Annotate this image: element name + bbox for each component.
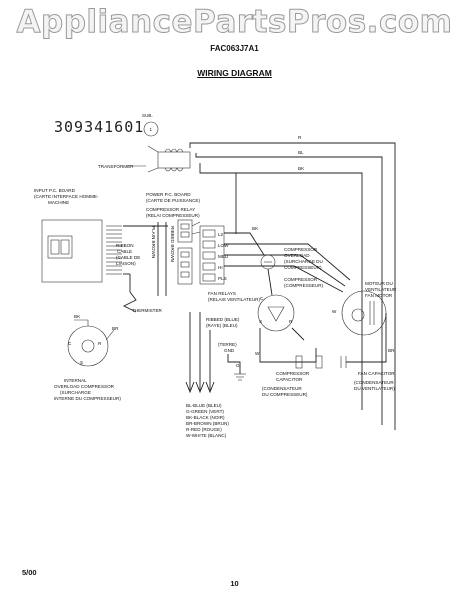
compressor-overload: COMPRESSOR OVERLOAD (SURCHARGE DU COMPRE… <box>260 247 323 270</box>
wire-bk-label-2: BK <box>252 226 259 231</box>
ground-g-label: G <box>236 363 240 368</box>
comp-capacitor-label-4: DU COMPRESSEUR) <box>262 392 308 397</box>
internal-overload-label: INTERNAL <box>64 378 87 383</box>
fan-capacitor-label-3: DU VENTILATEUR) <box>354 386 395 391</box>
model-number: FAC063J7A1 <box>210 44 259 53</box>
sub-number: 1 <box>150 127 153 132</box>
wire-br-label: BR <box>388 348 395 353</box>
ground-label-2: GND <box>224 348 235 353</box>
power-board-label: POWER P.C. BOARD <box>146 192 191 197</box>
wire-w-label-2: W <box>255 351 260 356</box>
overload-pin-r: R <box>98 341 102 346</box>
page-number: 10 <box>230 579 239 588</box>
overload-pin-br: BR <box>112 326 119 331</box>
comp-pin-c: C <box>260 296 264 301</box>
fan-relays-label-fr: (RELAIS VENTILATEUR) <box>208 297 260 302</box>
ribbon-cable: RIBBON CABLE (CABLE DE LIAISON) <box>106 225 140 275</box>
legend-w: W-WHITE (BLANC) <box>186 433 227 438</box>
thermister-label: THERMISTER <box>132 308 163 313</box>
diagram-title: WIRING DIAGRAM <box>197 68 272 78</box>
revision-date: 5/00 <box>22 568 37 577</box>
compressor-relay-label-fr: (RELAI COMPRESSEUR) <box>146 213 200 218</box>
terminal-pls: PLS <box>218 276 227 281</box>
comp-overload-label-3: (SURCHARGE DU <box>284 259 323 264</box>
fan-motor-label: MOTEUR DU <box>365 281 393 286</box>
transformer: TRANSFORMER <box>98 145 191 173</box>
legend-g: G-GREEN (VERT) <box>186 409 224 414</box>
terminal-low: LOW <box>218 243 229 248</box>
overload-pin-c: C <box>68 341 72 346</box>
overload-pin-bk: BK <box>74 314 81 319</box>
compressor-relay-label: COMPRESSOR RELAY <box>146 207 195 212</box>
ribbed-label: RIBBED (BLUE) <box>206 317 240 322</box>
ribbed-label-fr: (RAYE) (BLEU) <box>206 323 238 328</box>
compressor: C S R COMPRESSOR (COMPRESSEUR) <box>257 268 324 363</box>
ribbed-brown-label: RIBBED BROWN <box>170 226 175 262</box>
sub-label: SUB. <box>142 113 153 118</box>
terminal-med: MED <box>218 254 229 259</box>
ribbon-cable-label: RIBBON <box>116 243 134 248</box>
ground-label: (TERRE) <box>218 342 237 347</box>
legend-bk: BK-BLACK (NOIR) <box>186 415 225 420</box>
compressor-capacitor: W COMPRESSOR CAPACITOR (CONDENSATEUR DU … <box>255 351 323 397</box>
fan-capacitor: FAN CAPACITOR (CONDENSATEUR DU VENTILATE… <box>340 356 395 391</box>
internal-overload-label-2: OVERLOAD COMPRESSOR <box>54 384 115 389</box>
wire-bl-label: BL <box>298 150 304 155</box>
color-legend: BL-BLUE (BLEU) G-GREEN (VERT) BK-BLACK (… <box>186 403 229 438</box>
fan-motor-label-2: VENTILATEUR <box>365 287 397 292</box>
terminal-hi: HI <box>218 265 223 270</box>
fan-relays-label: FAN RELAYS <box>208 291 236 296</box>
fan-motor-label-3: FAN MOTOR <box>365 293 393 298</box>
comp-capacitor-label: COMPRESSOR <box>276 371 310 376</box>
wire-r-label: R <box>298 135 302 140</box>
fan-motor-wires: BK <box>224 226 351 293</box>
thermister: THERMISTER <box>122 274 163 313</box>
transformer-label: TRANSFORMER <box>98 164 134 169</box>
input-pc-board: INPUT P.C. BOARD (CARTE INTERFACE HOMME-… <box>34 188 103 283</box>
legend-r: R-RED (ROUGE) <box>186 427 222 432</box>
power-cord: RIBBED (BLUE) (RAYE) (BLEU) (TERRE) GND … <box>185 312 246 394</box>
wire-bk-label: BK <box>298 166 305 171</box>
comp-overload-label: COMPRESSOR <box>284 247 318 252</box>
input-board-label: INPUT P.C. BOARD <box>34 188 76 193</box>
legend-br: BR-BROWN (BRUN) <box>186 421 229 426</box>
sub-assembly-marker: SUB. 1 <box>142 113 159 137</box>
comp-pin-s: S <box>259 319 262 324</box>
power-board-label-fr: (CARTE DE PUISSANCE) <box>146 198 200 203</box>
comp-pin-r: R <box>289 319 293 324</box>
fan-capacitor-label-2: (CONDENSATEUR <box>354 380 394 385</box>
overload-pin-s: S <box>80 360 83 365</box>
terminal-l2: L2 <box>218 232 224 237</box>
plain-brown-label: PLAIN BROWN <box>151 226 156 258</box>
compressor-label-fr: (COMPRESSEUR) <box>284 283 324 288</box>
fan-motor: MOTEUR DU VENTILATEUR FAN MOTOR BR W <box>332 281 397 363</box>
ribbon-cable-label-3: (CABLE DE <box>116 255 140 260</box>
fan-capacitor-label: FAN CAPACITOR <box>358 371 395 376</box>
supply-wires: R BL BK <box>189 135 396 430</box>
comp-overload-label-2: OVERLOAD <box>284 253 310 258</box>
wire-w-label: W <box>332 309 337 314</box>
input-board-label-fr2: MACHINE <box>48 200 69 205</box>
internal-overload-label-4: INTERNE DU COMPRESSEUR) <box>54 396 121 401</box>
comp-capacitor-label-3: (CONDENSATEUR <box>262 386 302 391</box>
input-board-label-fr: (CARTE INTERFACE HOMME- <box>34 194 99 199</box>
ribbon-cable-label-2: CABLE <box>117 249 132 254</box>
internal-overload-label-3: (SURCHARGE <box>60 390 91 395</box>
comp-overload-label-4: COMPRESSEUR) <box>284 265 322 270</box>
relay-block <box>177 219 201 285</box>
document-number: 309341601 <box>54 118 145 136</box>
ribbon-cable-label-4: LIAISON) <box>116 261 136 266</box>
internal-overload-detail: BK BR C R S INTERNAL OVERLOAD COMPRESSOR… <box>54 314 121 401</box>
watermark: AppliancePartsPros.com <box>16 4 453 41</box>
legend-bl: BL-BLUE (BLEU) <box>186 403 222 408</box>
comp-capacitor-label-2: CAPACITOR <box>276 377 303 382</box>
brown-wires: PLAIN BROWN RIBBED BROWN <box>123 222 175 296</box>
compressor-label: COMPRESSOR <box>284 277 318 282</box>
